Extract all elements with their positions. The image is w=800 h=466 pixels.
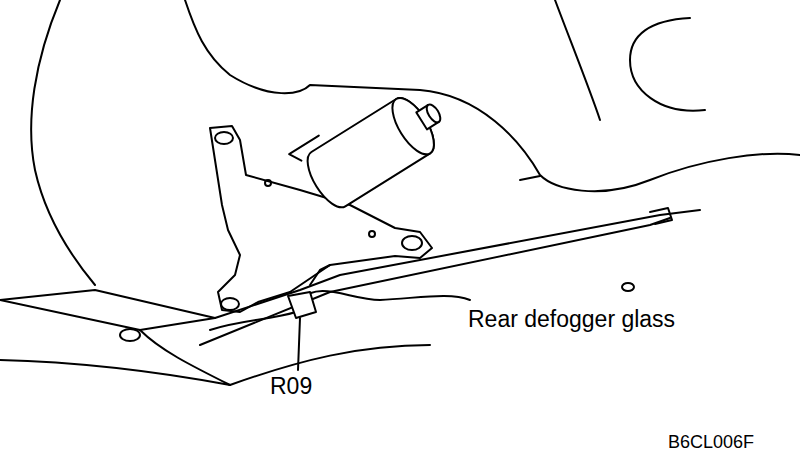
leader-line bbox=[298, 318, 300, 370]
callout-number: R09 bbox=[268, 374, 314, 399]
body-panel-line bbox=[185, 0, 800, 191]
wiper-motor bbox=[289, 75, 455, 217]
connector bbox=[288, 292, 316, 318]
panel-hole bbox=[120, 329, 140, 341]
part-label: Rear defogger glass bbox=[466, 307, 677, 332]
figure-code: B6CL006F bbox=[666, 433, 756, 453]
bolt bbox=[402, 236, 422, 250]
body-panel-line bbox=[31, 0, 95, 285]
body-panel-line bbox=[630, 18, 705, 111]
glass-edge bbox=[0, 345, 430, 385]
bracket-hole bbox=[369, 231, 375, 237]
wire bbox=[210, 312, 296, 330]
bolt bbox=[215, 132, 233, 144]
body-slot bbox=[520, 176, 540, 180]
bracket-hole bbox=[265, 180, 271, 186]
wiper-arm-end bbox=[650, 208, 672, 224]
wire bbox=[310, 265, 330, 285]
panel-hole bbox=[622, 283, 634, 291]
body-panel-line bbox=[0, 290, 215, 318]
glass-edge bbox=[140, 330, 230, 385]
wire bbox=[300, 291, 470, 300]
body-panel-line bbox=[555, 0, 600, 120]
bolt bbox=[221, 298, 239, 310]
